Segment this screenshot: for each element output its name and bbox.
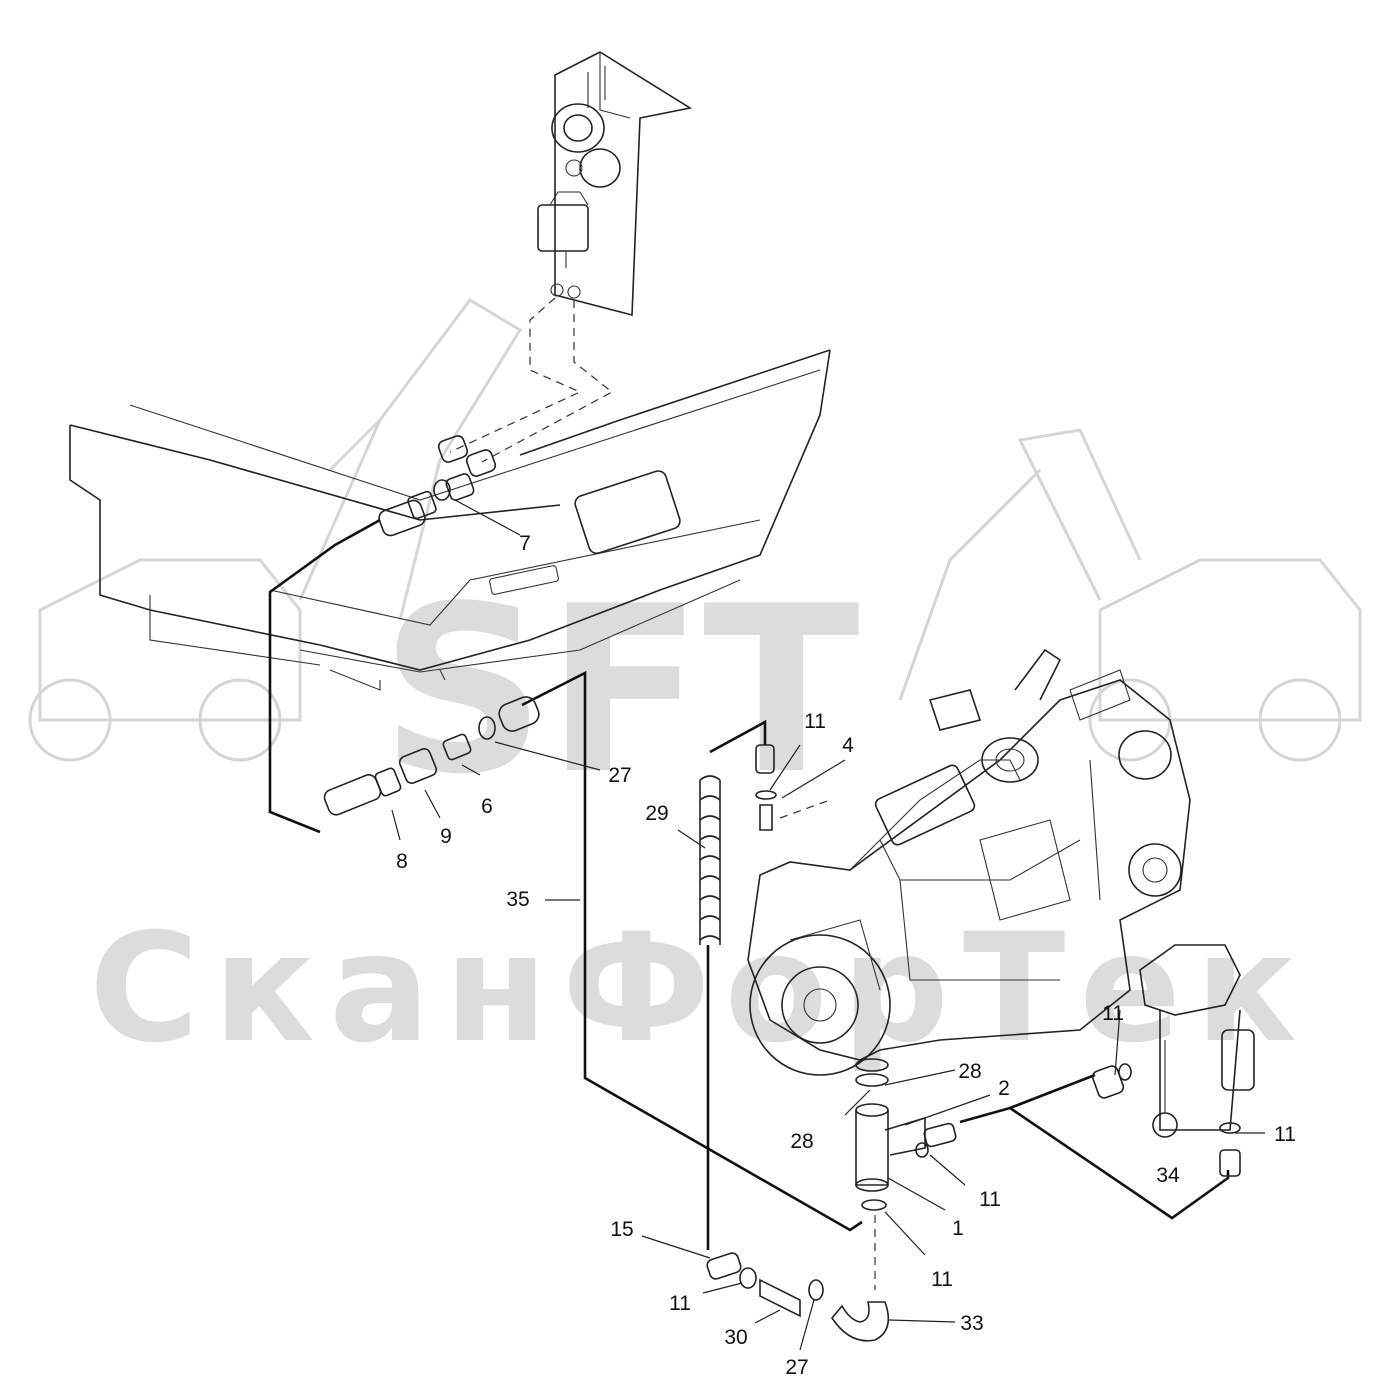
hose-34-upper <box>1009 1073 1096 1110</box>
lower-fittings <box>706 1252 890 1342</box>
callout-4: 4 <box>842 734 854 757</box>
callout-27-lower: 27 <box>785 1356 808 1379</box>
callout-30: 30 <box>724 1326 747 1349</box>
callout-labels: 7 27 6 9 8 35 29 11 4 28 2 28 11 11 11 1… <box>396 532 1296 1379</box>
callout-6: 6 <box>481 795 493 818</box>
hose-29 <box>709 719 767 754</box>
callout-11-top: 11 <box>804 710 826 733</box>
leader-lines <box>391 499 1265 1351</box>
callout-7: 7 <box>519 532 531 555</box>
callout-35: 35 <box>506 888 529 911</box>
callout-1: 1 <box>952 1217 964 1240</box>
dashed-link-4 <box>779 799 831 819</box>
callout-9: 9 <box>440 825 452 848</box>
dashed-hose-return <box>481 300 614 463</box>
watermark: SFT СканФорТек <box>28 298 1362 1076</box>
callout-33: 33 <box>960 1312 983 1335</box>
watermark-logo: SFT <box>380 558 860 825</box>
fitting-4 <box>755 744 777 831</box>
watermark-excavator-left-icon <box>28 298 523 762</box>
heater-tower <box>537 51 693 317</box>
callout-8: 8 <box>396 850 408 873</box>
watermark-company-name: СканФорТек <box>89 902 1311 1076</box>
hose-left-loop <box>268 518 381 834</box>
callout-15: 15 <box>610 1218 633 1241</box>
machine-body <box>69 349 831 691</box>
callout-28-right: 28 <box>958 1060 981 1083</box>
clamp-coil-29 <box>699 775 721 945</box>
engine <box>747 648 1191 1076</box>
callout-27-upper: 27 <box>608 764 631 787</box>
callout-34: 34 <box>1156 1164 1180 1187</box>
dashed-hose-supply <box>449 297 582 453</box>
callout-11-pipe: 11 <box>979 1188 1001 1211</box>
watermark-excavator-right-icon <box>898 428 1362 762</box>
hose-35 <box>521 670 863 1232</box>
aux-heater-unit <box>1091 944 1255 1177</box>
callout-2: 2 <box>998 1077 1010 1100</box>
pipe-1 <box>855 1058 957 1211</box>
body-fittings <box>378 435 497 537</box>
coupling-assembly-left <box>323 696 540 816</box>
callout-28-left: 28 <box>790 1130 813 1153</box>
callout-11-lower: 11 <box>931 1268 953 1291</box>
callout-11-right: 11 <box>1274 1123 1296 1146</box>
callout-29: 29 <box>645 802 668 825</box>
callout-11-bottom: 11 <box>669 1292 691 1315</box>
callout-11-heater: 11 <box>1102 1002 1124 1025</box>
